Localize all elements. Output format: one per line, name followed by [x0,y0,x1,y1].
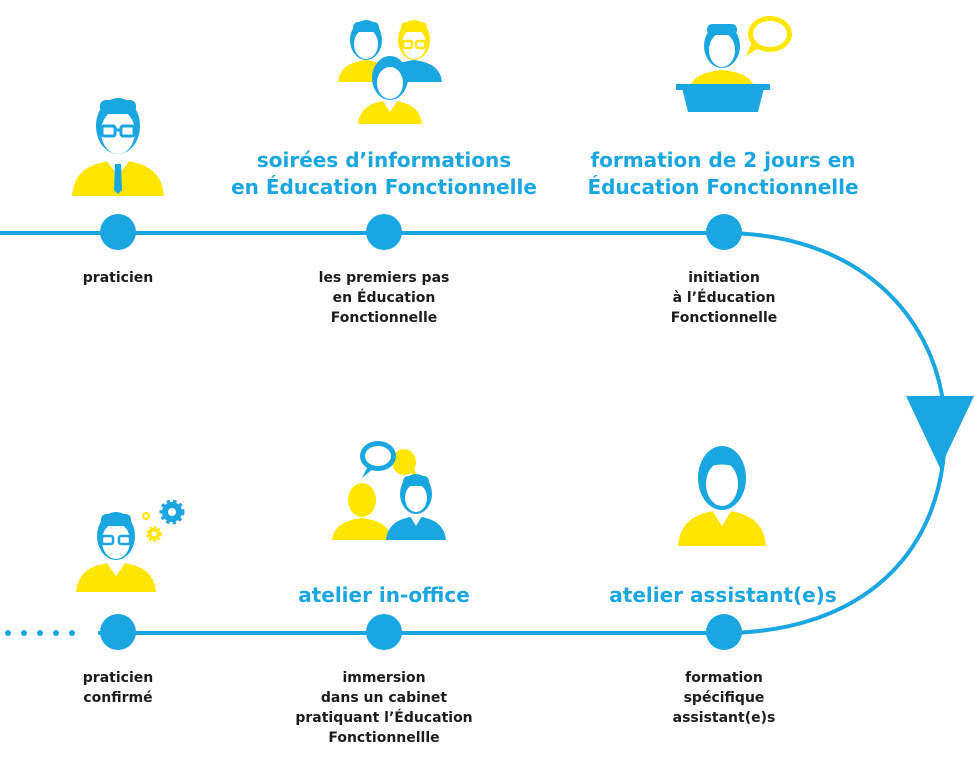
step-title-line: atelier in-office [298,583,470,607]
step-node-confirme [100,614,136,650]
step-node-formation [706,214,742,250]
step-title-line: atelier assistant(e)s [609,583,837,607]
presenter-icon [676,16,792,112]
step-title-in-office: atelier in-office [284,582,484,609]
step-caption-praticien: praticien [48,268,188,288]
step-title-soirees: soirées d’informations en Éducation Fonc… [230,147,538,201]
discussion-icon [332,441,446,540]
step-caption-line: Fonctionnelle [670,310,778,326]
step-node-soirees [366,214,402,250]
step-caption-formation: initiation à l’Éducation Fonctionnelle [634,268,814,328]
step-caption-line: spécifique [683,690,765,706]
step-caption-line: praticien [82,270,154,286]
step-title-assistant: atelier assistant(e)s [598,582,848,609]
step-caption-line: formation [685,670,763,686]
step-caption-line: immersion [342,670,426,686]
expert-practitioner-icon [76,499,185,592]
step-caption-line: en Éducation [332,290,436,306]
practitioner-icon [72,98,164,196]
step-node-in-office [366,614,402,650]
step-caption-line: confirmé [83,690,153,706]
step-caption-assistant: formation spécifique assistant(e)s [644,668,804,728]
step-caption-soirees: les premiers pas en Éducation Fonctionne… [294,268,474,328]
step-node-praticien [100,214,136,250]
step-title-line: en Éducation Fonctionnelle [231,175,537,199]
step-title-line: Éducation Fonctionnelle [587,175,859,199]
step-caption-line: les premiers pas [318,270,450,286]
step-caption-line: Fonctionnelle [330,310,438,326]
step-caption-line: initiation [688,270,760,286]
step-caption-line: Fonctionnellle [328,730,440,746]
direction-arrow-icon [906,396,974,468]
step-node-assistant [706,614,742,650]
dotted-continuation [5,630,75,636]
step-caption-line: à l’Éducation [672,290,776,306]
step-title-line: soirées d’informations [256,148,512,172]
step-title-line: formation de 2 jours en [590,148,856,172]
step-title-formation: formation de 2 jours en Éducation Foncti… [578,147,868,201]
assistant-icon [678,446,766,546]
step-caption-line: assistant(e)s [672,710,776,726]
step-caption-line: dans un cabinet [320,690,448,706]
step-caption-in-office: immersion dans un cabinet pratiquant l’É… [274,668,494,748]
step-caption-line: praticien [82,670,154,686]
step-caption-confirme: praticien confirmé [48,668,188,708]
group-icon [338,20,442,124]
step-caption-line: pratiquant l’Éducation [295,710,473,726]
